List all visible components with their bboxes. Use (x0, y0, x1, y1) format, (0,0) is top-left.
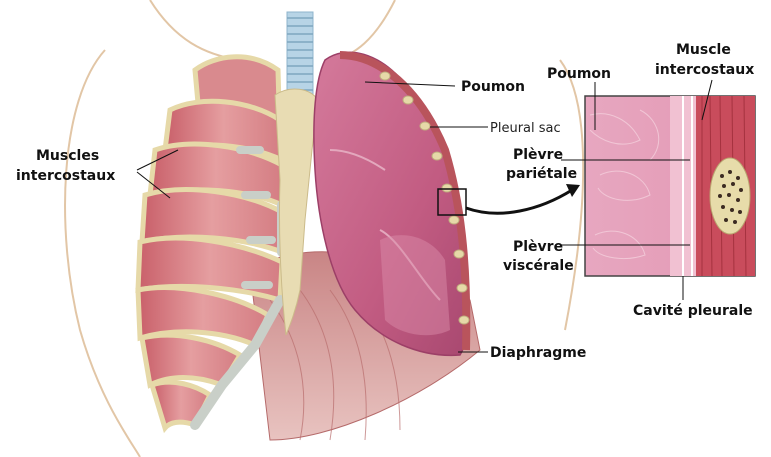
zoom-arrowhead (566, 184, 580, 197)
label-cavite-pleurale: Cavité pleurale (633, 303, 753, 319)
label-pleural-sac: Pleural sac (490, 121, 561, 136)
trachea (287, 12, 313, 102)
label-poumon: Poumon (461, 79, 525, 95)
label-plevre-parietale-2: pariétale (506, 166, 577, 182)
inset-magnification (585, 96, 755, 276)
label-muscles-intercostaux-2: intercostaux (16, 168, 115, 184)
label-diaphragme: Diaphragme (490, 345, 586, 361)
label-muscles-intercostaux-1: Muscles (36, 148, 99, 164)
label-inset-muscle-2: intercostaux (655, 62, 754, 78)
rib-cage (138, 57, 282, 428)
label-inset-poumon: Poumon (547, 66, 611, 82)
zoom-arrow (466, 190, 572, 213)
label-plevre-viscerale-2: viscérale (503, 258, 574, 274)
label-plevre-parietale-1: Plèvre (513, 147, 563, 163)
label-plevre-viscerale-1: Plèvre (513, 239, 563, 255)
label-inset-muscle-1: Muscle (676, 42, 731, 58)
